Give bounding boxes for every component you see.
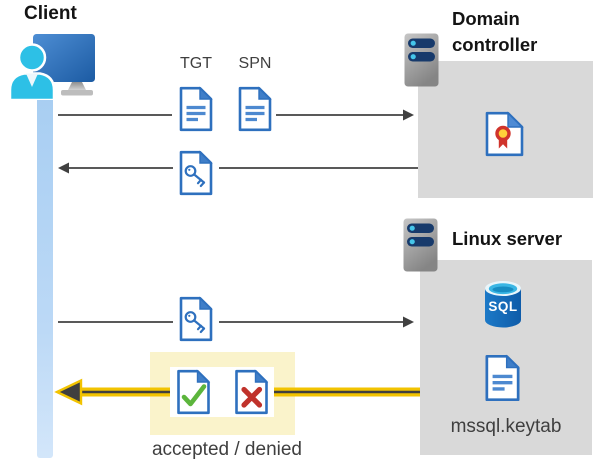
tgt-label: TGT: [180, 55, 212, 72]
client-lifeline: [37, 94, 53, 458]
arrowhead-left-icon: [54, 378, 83, 406]
ticket-reply-arrow: [58, 162, 418, 174]
ticket-present-arrow: [58, 316, 414, 328]
keytab-file-label: mssql.keytab: [450, 416, 562, 437]
client-user-monitor-icon: [6, 30, 98, 100]
sql-label: SQL: [488, 299, 518, 314]
client-label: Client: [24, 3, 77, 24]
user-icon: [8, 43, 56, 100]
keytab-document-icon: [482, 354, 523, 402]
spn-document-icon: [238, 86, 272, 132]
certificate-document-icon: [484, 111, 525, 157]
key-document-icon: [179, 296, 213, 342]
monitor-icon: [33, 34, 95, 82]
key-document-icon: [179, 150, 213, 196]
accepted-document-icon: [177, 369, 211, 415]
sql-database-icon: SQL: [483, 279, 523, 330]
tgt-document-icon: [179, 86, 213, 132]
linux-server-label: Linux server: [452, 228, 563, 249]
ticket-reply-document: [173, 148, 219, 198]
arrowhead-right-icon: [403, 109, 414, 121]
arrowhead-left-icon: [58, 162, 69, 174]
arrowhead-right-icon: [403, 316, 414, 328]
domain-controller-label: Domain controller: [452, 8, 538, 55]
spn-label: SPN: [238, 55, 272, 72]
ticket-request-documents: [172, 84, 276, 133]
domain-controller-server-icon: [403, 32, 440, 88]
auth-result-documents: [170, 367, 274, 417]
accepted-denied-label: accepted / denied: [151, 439, 302, 460]
linux-server-server-icon: [402, 217, 439, 273]
ticket-present-document: [173, 294, 219, 344]
denied-document-icon: [235, 369, 269, 415]
